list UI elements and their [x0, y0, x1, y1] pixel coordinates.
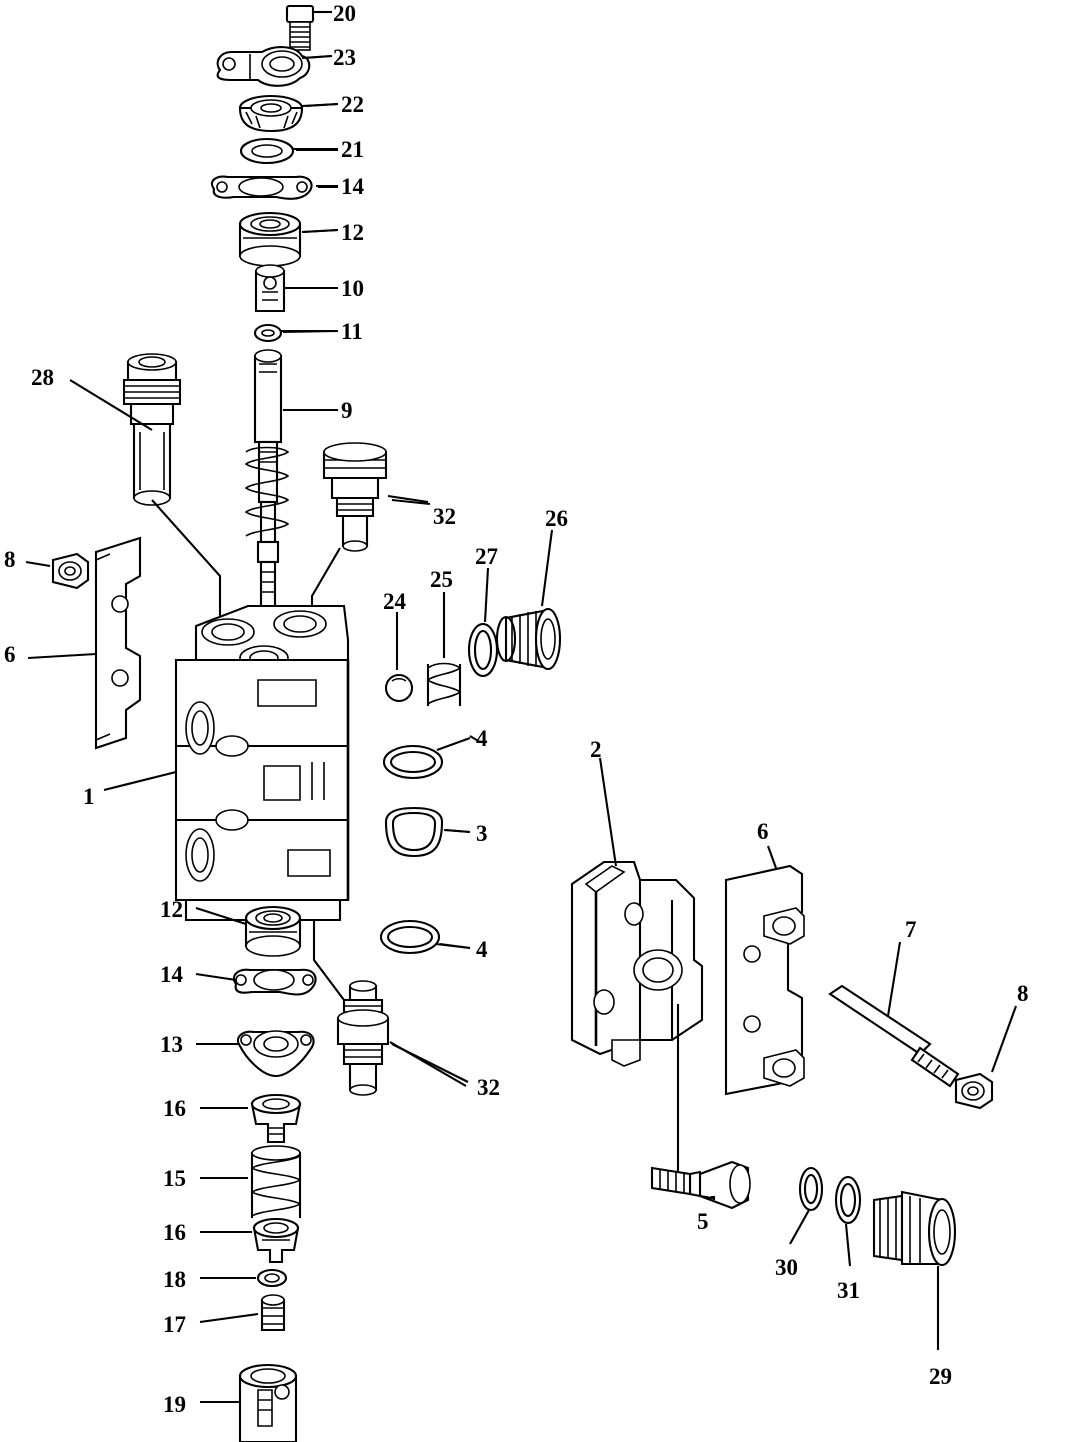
callout-29: 29	[929, 1364, 952, 1389]
callout-28: 28	[31, 365, 54, 390]
part-30-oring	[798, 1166, 824, 1212]
part-4-seal-lower	[379, 919, 441, 955]
part-11-oring	[253, 323, 283, 343]
part-28-relief-valve	[122, 353, 182, 506]
callout-32-lower: 32	[477, 1075, 500, 1100]
part-26-plug	[495, 607, 562, 671]
callout-23: 23	[333, 45, 356, 70]
part-2-valve-section	[570, 860, 704, 1067]
callout-14-top: 14	[341, 174, 364, 199]
part-8-nut-right	[954, 1072, 994, 1110]
callout-10: 10	[341, 276, 364, 301]
callout-2: 2	[590, 737, 602, 762]
callout-1: 1	[83, 784, 95, 809]
callout-24: 24	[383, 589, 406, 614]
callout-8-right: 8	[1017, 981, 1029, 1006]
callout-5: 5	[697, 1209, 709, 1234]
callout-19: 19	[163, 1392, 186, 1417]
part-8-nut-left	[51, 552, 90, 590]
callout-32-upper: 32	[433, 504, 456, 529]
part-spring-detail	[244, 446, 290, 537]
callout-15: 15	[163, 1166, 186, 1191]
part-23-cover	[216, 46, 311, 87]
callout-4-upper: 4	[476, 726, 488, 751]
callout-16-upper: 16	[163, 1096, 186, 1121]
callout-12-top: 12	[341, 220, 364, 245]
part-10-block	[254, 264, 286, 313]
callout-12-lower: 12	[160, 897, 183, 922]
callout-14-lower: 14	[160, 962, 183, 987]
callout-18: 18	[163, 1267, 186, 1292]
part-13-cap	[236, 1030, 315, 1078]
part-14-gasket-lower	[232, 968, 317, 996]
part-25-spring	[426, 662, 462, 706]
callout-21: 21	[341, 137, 364, 162]
part-20-screw	[285, 4, 315, 51]
callout-6-left: 6	[4, 642, 16, 667]
part-32-check-valve-upper	[322, 442, 388, 552]
part-29-plug	[872, 1190, 957, 1267]
part-24-ball	[384, 673, 414, 703]
callout-8-left: 8	[4, 547, 16, 572]
callout-13: 13	[160, 1032, 183, 1057]
callout-27: 27	[475, 544, 498, 569]
callout-9: 9	[341, 398, 353, 423]
part-22-seat	[238, 94, 304, 133]
part-31-backup-ring	[834, 1175, 862, 1225]
part-16-retainer-lower	[252, 1217, 300, 1264]
callout-26: 26	[545, 506, 568, 531]
callout-17: 17	[163, 1312, 186, 1337]
part-15-spring	[250, 1145, 302, 1218]
part-12-bushing-top	[238, 211, 302, 267]
part-5-bolt	[650, 1160, 751, 1210]
part-12-bushing-lower	[244, 905, 302, 957]
callout-31: 31	[837, 1278, 860, 1303]
part-18-oring	[256, 1268, 288, 1288]
part-14-gasket-top	[210, 175, 313, 200]
callout-6-right: 6	[757, 819, 769, 844]
callout-16-lower: 16	[163, 1220, 186, 1245]
part-19-end-cap	[238, 1363, 298, 1442]
part-32-check-valve-lower	[336, 980, 390, 1096]
part-3-gasket	[384, 806, 444, 858]
callout-3: 3	[476, 821, 488, 846]
part-4-seal-upper	[382, 744, 444, 780]
callout-11: 11	[341, 319, 363, 344]
callout-30: 30	[775, 1255, 798, 1280]
part-16-retainer-upper	[250, 1093, 302, 1144]
callout-25: 25	[430, 567, 453, 592]
callout-4-lower: 4	[476, 937, 488, 962]
callout-20: 20	[333, 1, 356, 26]
part-1-valve-body	[174, 604, 350, 922]
callout-7: 7	[905, 917, 917, 942]
part-17-plug	[260, 1294, 286, 1332]
part-21-washer	[239, 137, 295, 165]
part-27-oring	[467, 622, 499, 678]
callout-22: 22	[341, 92, 364, 117]
part-6-bracket-right	[724, 864, 805, 1096]
part-7-rod	[828, 984, 960, 1088]
part-6-bracket-left	[94, 536, 142, 750]
